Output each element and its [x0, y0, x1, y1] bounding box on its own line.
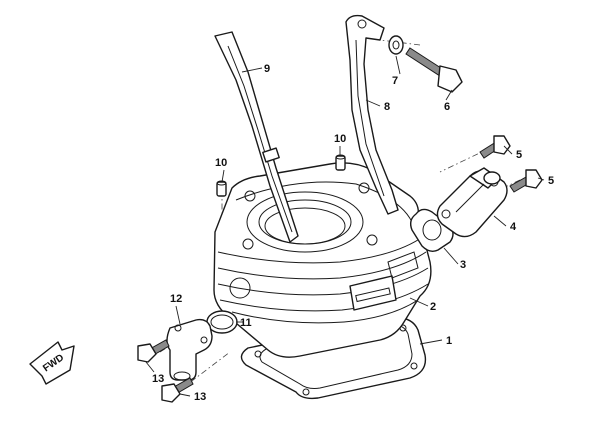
callout-3: 3 — [460, 259, 466, 271]
callout-numbers: 9 8 7 6 5 5 4 3 2 1 10 10 11 12 13 13 — [152, 63, 554, 403]
callout-12: 12 — [170, 293, 182, 305]
part-5-tensioner-bolt-lower — [509, 169, 543, 193]
callout-11: 11 — [240, 317, 252, 329]
callout-4: 4 — [510, 221, 517, 233]
part-12-water-inlet-fitting — [166, 318, 213, 381]
callout-1: 1 — [446, 335, 452, 347]
callout-6: 6 — [444, 101, 450, 113]
part-6-long-bolt — [405, 47, 463, 93]
callout-9: 9 — [264, 63, 270, 75]
callout-leader-lines — [145, 55, 545, 397]
callout-5-lower: 5 — [548, 175, 554, 187]
callout-2: 2 — [430, 301, 436, 313]
fwd-direction-arrow: FWD — [29, 341, 75, 385]
part-9-chain-guide-front — [214, 31, 299, 243]
part-5-tensioner-bolt-upper — [479, 135, 511, 159]
callout-10-left: 10 — [215, 157, 227, 169]
part-4-chain-tensioner — [436, 167, 508, 238]
part-13-fitting-bolt-upper — [137, 339, 170, 363]
part-10-dowel-pin-right — [335, 154, 346, 171]
callout-13-lower: 13 — [194, 391, 206, 403]
part-3-tensioner-gasket — [409, 208, 454, 253]
callout-7: 7 — [392, 75, 398, 87]
part-7-washer — [388, 35, 404, 55]
part-8-chain-guide-rear — [345, 14, 399, 215]
callout-5-upper: 5 — [516, 149, 522, 161]
callout-8: 8 — [384, 101, 390, 113]
part-2-cylinder-block — [213, 162, 432, 358]
callout-10-right: 10 — [334, 133, 346, 145]
callout-13-upper: 13 — [152, 373, 164, 385]
part-13-fitting-bolt-lower — [161, 377, 194, 403]
part-11-o-ring — [206, 310, 238, 334]
part-10-dowel-pin-left — [216, 180, 227, 197]
